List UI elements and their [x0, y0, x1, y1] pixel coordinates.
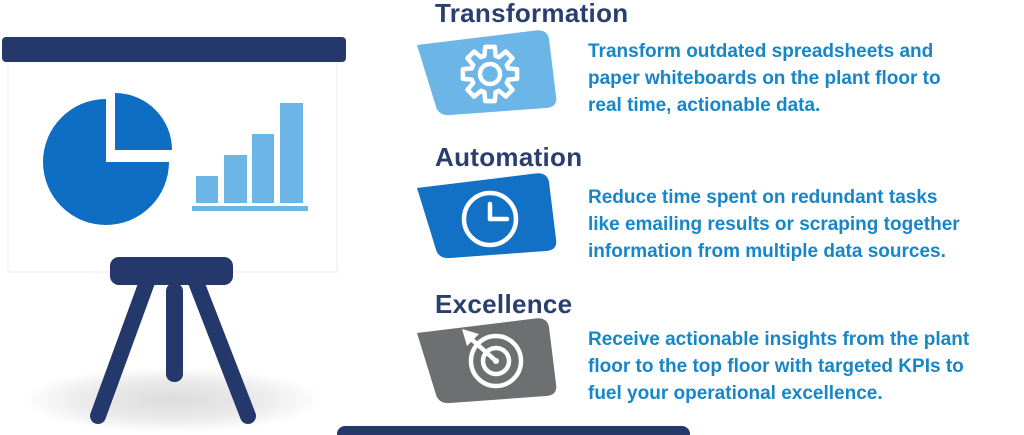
- text-line: Reduce time spent on redundant tasks: [588, 187, 938, 208]
- pie-slice: [115, 93, 172, 150]
- target-icon: [462, 329, 524, 389]
- text-line: information from multiple data sources.: [588, 240, 946, 262]
- feature-title-transformation: Transformation: [435, 0, 629, 28]
- text-line: paper whiteboards on the plant floor to: [588, 67, 941, 89]
- text-line: real time, actionable data.: [588, 94, 821, 116]
- gear-icon: [460, 44, 520, 104]
- section-divider-bar: [337, 426, 690, 435]
- feature-plate-transformation: [417, 30, 557, 116]
- plate-shape: [417, 30, 557, 116]
- bar-chart: [192, 103, 308, 211]
- easel-illustration: [2, 37, 346, 433]
- text-line: Transform outdated spreadsheets and: [588, 41, 934, 62]
- text-line: Receive actionable insights from the pla…: [588, 329, 970, 350]
- feature-plate-automation: [417, 173, 557, 259]
- feature-title-excellence: Excellence: [435, 289, 573, 319]
- feature-title-automation: Automation: [435, 142, 583, 172]
- text-line: floor to the top floor with targeted KPI…: [588, 355, 964, 377]
- plate-shape: [417, 173, 557, 259]
- plate-shape: [417, 318, 557, 404]
- pie-chart: [43, 99, 169, 225]
- text-line: like emailing results or scraping togeth…: [588, 213, 960, 235]
- clock-icon: [461, 190, 519, 248]
- text-line: fuel your operational excellence.: [588, 382, 883, 404]
- feature-text-excellence: Receive actionable insights from the pla…: [588, 327, 1024, 407]
- easel-clamp: [110, 257, 233, 285]
- feature-text-transformation: Transform outdated spreadsheets and pape…: [588, 39, 1024, 119]
- bar-chart-baseline: [192, 206, 308, 211]
- feature-text-automation: Reduce time spent on redundant tasks lik…: [588, 185, 1024, 265]
- feature-plate-excellence: [417, 318, 557, 404]
- easel-top-bar: [2, 37, 346, 62]
- easel-legs: [90, 274, 256, 424]
